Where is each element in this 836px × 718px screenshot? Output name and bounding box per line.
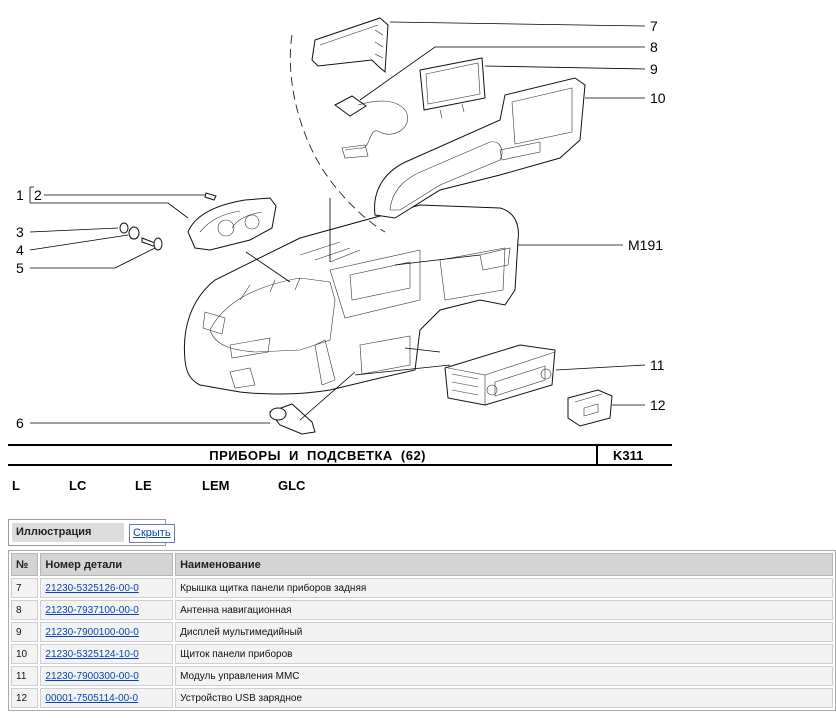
column-header-number: № <box>11 553 39 576</box>
callout-m191: M191 <box>628 237 663 253</box>
variant-code: LE <box>135 478 152 493</box>
part-name: Модуль управления MMC <box>175 666 833 686</box>
table-row: 10 21230-5325124-10-0 Щиток панели прибо… <box>11 644 833 664</box>
table-row: 9 21230-7900100-00-0 Дисплей мультимедий… <box>11 622 833 642</box>
section-title-bar: ПРИБОРЫ И ПОДСВЕТКА (62) K311 <box>8 444 672 466</box>
variant-code: LC <box>69 478 87 493</box>
part-name: Антенна навигационная <box>175 600 833 620</box>
title-divider <box>596 446 598 464</box>
part-number-cell: 00001-7505114-00-0 <box>40 688 174 708</box>
dashboard-drawing <box>183 204 519 395</box>
callout-12: 12 <box>650 397 666 413</box>
row-number: 7 <box>11 578 39 598</box>
illustration-panel: Иллюстрация Скрыть <box>8 519 175 546</box>
part-name: Дисплей мультимедийный <box>175 622 833 642</box>
hide-illustration-button[interactable]: Скрыть <box>129 524 175 543</box>
part-number-cell: 21230-7900100-00-0 <box>40 622 174 642</box>
part-name: Устройство USB зарядное <box>175 688 833 708</box>
part-11-mmc-module-drawing <box>444 344 556 406</box>
row-number: 12 <box>11 688 39 708</box>
callout-5: 5 <box>16 260 24 276</box>
column-header-name: Наименование <box>175 553 833 576</box>
part-name: Крышка щитка панели приборов задняя <box>175 578 833 598</box>
part-10-fascia-drawing <box>374 77 586 219</box>
callout-11: 11 <box>650 357 665 373</box>
table-row: 7 21230-5325126-00-0 Крышка щитка панели… <box>11 578 833 598</box>
callout-9: 9 <box>650 61 658 77</box>
exploded-parts-diagram: 1 2 3 4 5 6 7 8 9 10 M191 11 12 <box>16 17 666 435</box>
part-2-instrument-cluster-drawing <box>187 192 277 251</box>
part-8-antenna-drawing <box>334 95 408 159</box>
assembly-boundary-arc <box>289 34 386 233</box>
part-12-usb-charger-drawing <box>567 389 613 427</box>
callout-10: 10 <box>650 90 666 106</box>
section-title: ПРИБОРЫ И ПОДСВЕТКА (62) <box>209 448 426 463</box>
part-9-display-drawing <box>419 57 486 119</box>
table-row: 12 00001-7505114-00-0 Устройство USB зар… <box>11 688 833 708</box>
row-number: 10 <box>11 644 39 664</box>
part-number-link[interactable]: 21230-5325126-00-0 <box>45 582 139 594</box>
section-code: K311 <box>613 448 644 463</box>
part-number-link[interactable]: 21230-7900300-00-0 <box>45 670 139 682</box>
part-7-rear-cover-drawing <box>311 17 389 74</box>
part-number-link[interactable]: 00001-7505114-00-0 <box>45 692 139 704</box>
parts-table: № Номер детали Наименование 7 21230-5325… <box>8 550 836 711</box>
column-header-part-number: Номер детали <box>40 553 174 576</box>
part-number-cell: 21230-7937100-00-0 <box>40 600 174 620</box>
row-number: 8 <box>11 600 39 620</box>
callout-7: 7 <box>650 18 658 34</box>
part-3-4-5-fasteners-drawing <box>119 222 163 251</box>
callout-3: 3 <box>16 224 24 240</box>
table-row: 11 21230-7900300-00-0 Модуль управления … <box>11 666 833 686</box>
table-row: 8 21230-7937100-00-0 Антенна навигационн… <box>11 600 833 620</box>
variant-code: GLC <box>278 478 306 493</box>
leader-lines <box>29 21 646 424</box>
illustration-label: Иллюстрация <box>12 523 124 542</box>
part-number-cell: 21230-7900300-00-0 <box>40 666 174 686</box>
callout-8: 8 <box>650 39 658 55</box>
row-number: 11 <box>11 666 39 686</box>
callout-1: 1 <box>16 187 24 203</box>
part-number-link[interactable]: 21230-7900100-00-0 <box>45 626 139 638</box>
callout-6: 6 <box>16 415 24 431</box>
part-name: Щиток панели приборов <box>175 644 833 664</box>
variant-code: LEM <box>202 478 230 493</box>
row-number: 9 <box>11 622 39 642</box>
part-number-cell: 21230-5325126-00-0 <box>40 578 174 598</box>
callout-4: 4 <box>16 242 24 258</box>
callout-2: 2 <box>34 187 42 203</box>
variant-code: L <box>12 478 20 493</box>
part-number-link[interactable]: 21230-7937100-00-0 <box>45 604 139 616</box>
table-header-row: № Номер детали Наименование <box>11 553 833 576</box>
part-number-link[interactable]: 21230-5325124-10-0 <box>45 648 139 660</box>
part-6-lighter-drawing <box>269 403 316 435</box>
part-number-cell: 21230-5325124-10-0 <box>40 644 174 664</box>
